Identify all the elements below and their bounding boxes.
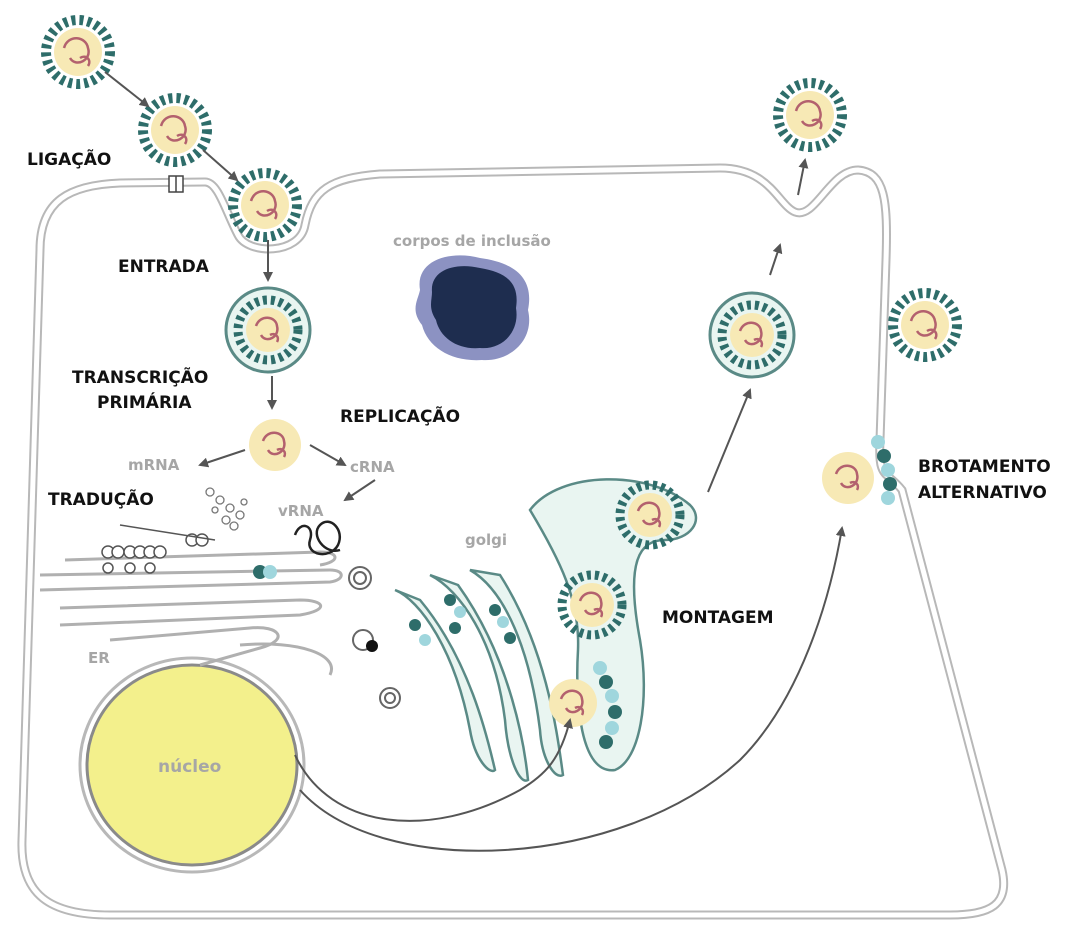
label-transcricao-line1: TRANSCRIÇÃO (72, 365, 208, 388)
endosome-virion (226, 288, 310, 372)
virion-budded (893, 293, 957, 357)
virion-top-right (778, 83, 842, 147)
virion-2 (143, 98, 207, 162)
label-entrada: ENTRADA (118, 257, 210, 277)
label-brotamento-line1: BROTAMENTO (918, 457, 1051, 477)
rnp-budding (822, 452, 874, 504)
label-golgi: golgi (465, 531, 507, 549)
label-transcricao-line2: PRIMÁRIA (97, 391, 192, 413)
uncoated-rnp (249, 419, 301, 471)
ribosomes (102, 534, 208, 573)
label-replicacao: REPLICAÇÃO (340, 404, 460, 427)
label-montagem: MONTAGEM (662, 608, 774, 628)
rnp-golgi-lower (549, 679, 597, 727)
label-crna: cRNA (350, 458, 395, 476)
virion-1 (46, 20, 110, 84)
vesicle-virion-exit (710, 293, 794, 377)
transport-vesicles (349, 567, 400, 708)
vrna-strand (295, 522, 340, 554)
er-protein-light (263, 565, 277, 579)
virion-entering (233, 173, 297, 237)
label-traducao: TRADUÇÃO (48, 487, 154, 510)
label-vrna: vRNA (278, 502, 324, 520)
label-brotamento-line2: ALTERNATIVO (918, 483, 1047, 503)
label-corpos-de-inclusao: corpos de inclusão (393, 232, 551, 250)
label-er: ER (88, 649, 110, 667)
label-nucleo: núcleo (158, 757, 221, 777)
label-mrna: mRNA (128, 456, 180, 474)
inclusion-body (416, 255, 530, 360)
label-ligacao: LIGAÇÃO (27, 147, 111, 170)
mrna-particles (206, 488, 247, 530)
budding-proteins (871, 435, 897, 505)
